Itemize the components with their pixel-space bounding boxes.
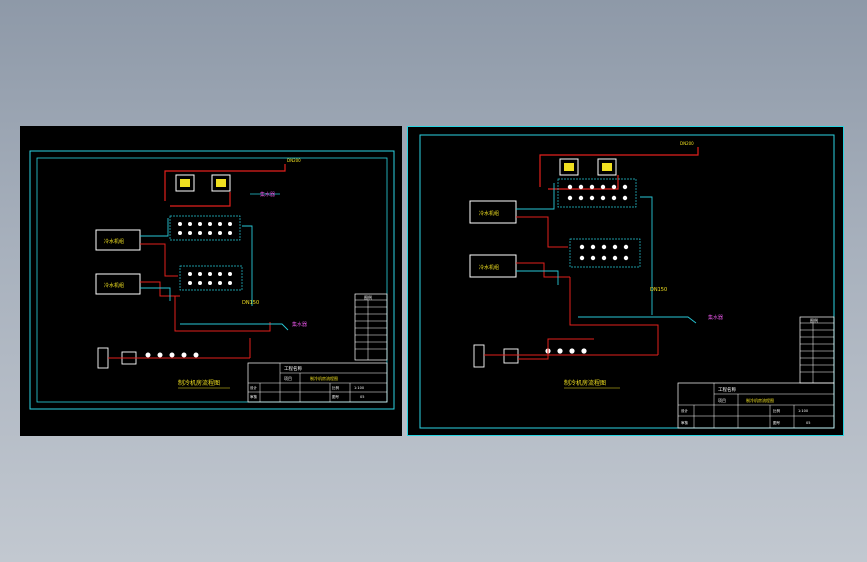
flow-diagram-left: DN200 集水器 冷水机组 冷水机组 集水器 DN150 [29,150,395,410]
tb-scale-label: 比例 [332,385,340,390]
top-pipe-label: DN200 [680,141,694,146]
chiller-1 [469,200,517,224]
pump-bank-lower [179,265,243,291]
legend-header: 图例 [364,294,372,300]
main-arrow-label: 集水器 [292,321,307,328]
pipe-chw-2 [140,287,171,301]
pipe-main-red [174,296,271,332]
title-block [677,382,835,429]
cooling-tower-2-fill [602,163,612,171]
tb-drawing-name: 制冷机房流程图 [310,375,338,381]
tb-drawing-name: 制冷机房流程图 [746,397,774,403]
pump-bank-upper [169,215,241,241]
tb-item-label: 项目 [718,397,726,403]
chiller-1-label: 冷水机组 [479,210,499,217]
drawing-sheet-left: DN200 集水器 冷水机组 冷水机组 集水器 DN150 [20,126,402,436]
pipe-riser [640,196,653,315]
cooling-tower-2-fill [216,179,226,187]
pipe-cw-1 [140,243,178,277]
tb-project-label: 工程名称 [284,365,302,372]
pipe-cw-1 [516,216,568,248]
tb-row-label-1: 设计 [250,385,258,390]
pipe-cw-2 [516,262,570,278]
border-frame [36,157,388,403]
arrow-label-1: 集水器 [260,191,275,198]
pipe-riser [242,225,253,306]
cooling-tower-1-fill [180,179,190,187]
pump-bank-lower [569,238,641,268]
chiller-1-label: 冷水机组 [104,238,124,245]
tb-scale-label: 比例 [773,408,781,413]
tb-scale-value: 1:100 [354,386,364,390]
chiller-1 [95,229,141,251]
pipe-cooling-return [170,192,231,207]
pipe-chw-1 [140,218,169,237]
tb-drawing-no-value: 05 [360,395,364,399]
pipe-main-cyan [578,316,697,324]
flow-diagram-right: DN200 冷水机组 冷水机组 集水器 DN150 [419,134,835,429]
pipe-cooling-return [548,175,619,190]
cooling-tower-1 [559,158,579,176]
tb-row-label-2: 审核 [250,394,258,399]
cooling-tower-1 [175,174,195,192]
legend-table [354,293,388,361]
tb-drawing-no-label: 图号 [773,420,781,425]
riser-label: DN150 [650,287,667,293]
tb-project-label: 工程名称 [718,386,736,393]
cooling-tower-2 [597,158,617,176]
pipe-chw-1 [516,183,555,210]
tb-drawing-no-label: 图号 [332,394,340,399]
tb-item-label: 项目 [284,375,292,381]
pipe-main-cyan [180,323,289,331]
pipe-main-red [569,277,659,355]
legend-header: 图例 [810,317,818,323]
pipe-cooling-supply [539,147,699,187]
legend-table [799,316,835,384]
drawing-title: 制冷机房流程图 [564,379,606,387]
tb-drawing-no-value: 05 [806,421,810,425]
chiller-2 [469,254,517,278]
tb-row-label-2: 审核 [681,420,689,425]
border-frame [419,134,835,429]
cooling-tower-2 [211,174,231,192]
tb-scale-value: 1:100 [798,409,808,413]
pipe-cooling-supply [164,164,286,201]
drawing-sheet-right: DN200 冷水机组 冷水机组 集水器 DN150 [407,126,844,436]
makeup-water-unit [97,338,251,369]
drawing-title: 制冷机房流程图 [178,379,220,387]
inner-frame [29,150,395,410]
tb-row-label-1: 设计 [681,408,689,413]
pipe-chw-2 [516,270,559,285]
pipe-cw-2 [140,281,180,297]
chiller-2 [95,273,141,295]
title-block [247,362,388,403]
chiller-2-label: 冷水机组 [104,282,124,289]
top-pipe-label: DN200 [287,158,301,163]
cooling-tower-1-fill [564,163,574,171]
main-arrow-label: 集水器 [708,314,723,321]
riser-label: DN150 [242,300,259,306]
pump-bank-upper [557,178,637,208]
makeup-water-unit [473,338,658,368]
chiller-2-label: 冷水机组 [479,264,499,271]
